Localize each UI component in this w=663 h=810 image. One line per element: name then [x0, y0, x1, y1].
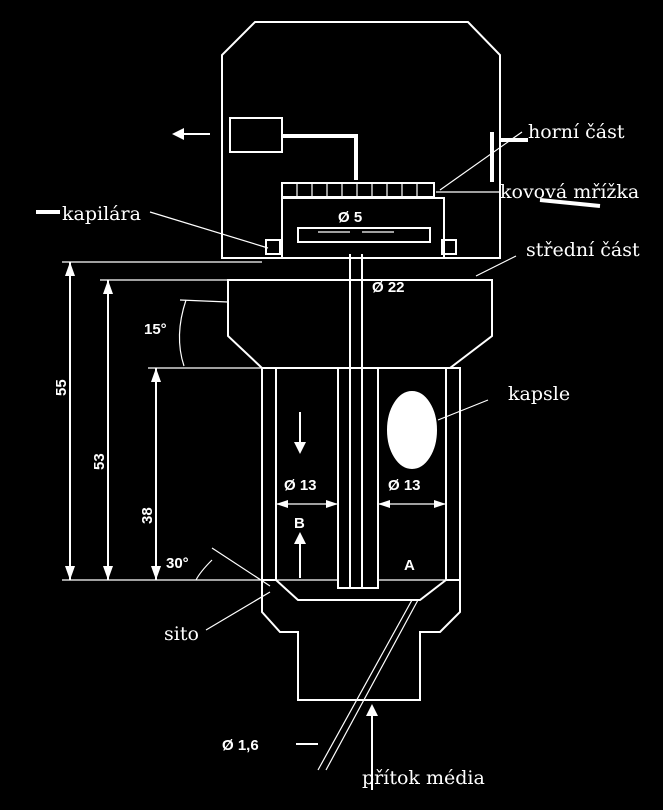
dim-d13-right: Ø 13	[388, 477, 421, 494]
dim-h55: 55	[53, 379, 70, 396]
chamber-a-label: A	[404, 557, 415, 574]
label-kapsle: kapsle	[508, 383, 570, 405]
dim-d22: Ø 22	[372, 279, 405, 296]
capsule-shape	[387, 391, 437, 469]
dimension-lines	[62, 231, 446, 581]
label-sito: sito	[164, 623, 199, 645]
dim-angle30: 30°	[166, 555, 189, 572]
dim-d16: Ø 1,6	[222, 737, 259, 754]
label-horni-cast: horní část	[528, 121, 625, 143]
label-kovova-mrizka: kovová mřížka	[500, 181, 639, 203]
label-pritok-media: přítok média	[362, 767, 485, 789]
middle-part	[227, 254, 493, 369]
flow-arrows	[294, 412, 378, 790]
chamber-b-label: B	[294, 515, 305, 532]
lower-body	[261, 367, 461, 701]
metal-grid	[281, 182, 435, 198]
dim-angle15: 15°	[144, 321, 167, 338]
dim-h53: 53	[91, 453, 108, 470]
label-kapilara: kapilára	[62, 203, 141, 225]
dim-d5: Ø 5	[338, 209, 362, 226]
outflow-arrow-icon	[172, 128, 210, 140]
dim-h38: 38	[139, 507, 156, 524]
label-stredni-cast: střední část	[526, 239, 640, 261]
dim-d13-left: Ø 13	[284, 477, 317, 494]
leader-lines	[36, 131, 601, 771]
